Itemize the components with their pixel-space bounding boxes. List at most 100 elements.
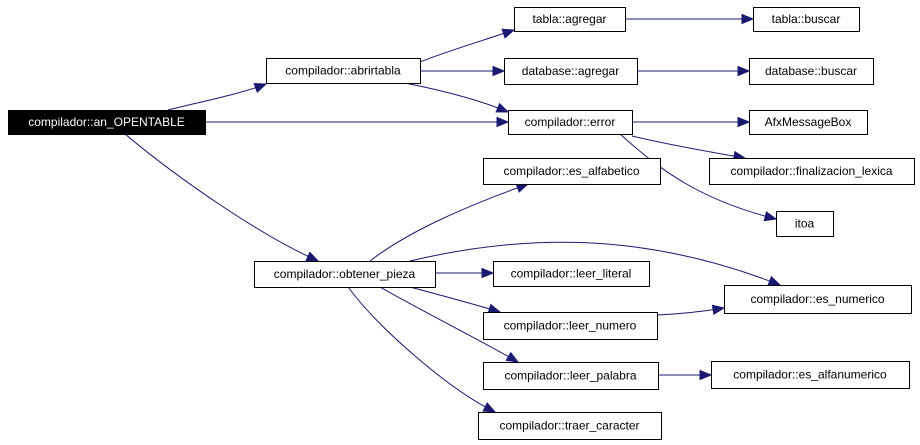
node-database-buscar[interactable]: database::buscar — [749, 58, 874, 85]
edge-obtener_pieza-to-es_alfabetico — [369, 182, 530, 262]
edge-line — [409, 286, 501, 313]
node-box — [504, 58, 638, 85]
node-box — [483, 312, 658, 340]
edge-arrowhead — [481, 267, 495, 279]
edge-arrowhead — [487, 303, 502, 314]
edge-obtener_pieza-to-leer_palabra — [379, 286, 520, 363]
node-label: compilador::obtener_pieza — [274, 267, 416, 281]
node-an-opentable[interactable]: compilador::an_OPENTABLE — [8, 110, 206, 135]
edge-line — [379, 286, 519, 363]
edge-line — [631, 135, 746, 159]
node-box — [483, 158, 661, 185]
edge-arrowhead — [711, 304, 726, 316]
edge-leer_numero-to-es_numerico — [656, 304, 726, 316]
node-label: compilador::traer_caracter — [499, 419, 639, 433]
node-box — [483, 362, 659, 390]
node-es-numerico[interactable]: compilador::es_numerico — [724, 285, 912, 314]
node-box — [508, 110, 633, 135]
node-label: compilador::leer_palabra — [504, 369, 636, 383]
edge-arrowhead — [501, 28, 516, 39]
edge-an_opentable-to-error — [205, 116, 510, 128]
node-label: AfxMessageBox — [765, 115, 852, 129]
edge-arrowhead — [505, 351, 520, 363]
edge-line — [369, 183, 529, 262]
edge-line — [167, 83, 267, 111]
node-label: compilador::es_numerico — [750, 292, 884, 306]
node-label: database::agregar — [522, 64, 619, 78]
node-tabla-agregar[interactable]: tabla::agregar — [514, 7, 626, 32]
edge-line — [419, 29, 515, 63]
node-box — [709, 158, 915, 185]
node-label: tabla::agregar — [532, 12, 606, 26]
edge-arrowhead — [305, 251, 320, 262]
node-label: compilador::es_alfabetico — [503, 164, 639, 178]
node-label: compilador::error — [525, 115, 616, 129]
node-leer-palabra[interactable]: compilador::leer_palabra — [483, 362, 659, 390]
node-label: itoa — [795, 217, 815, 231]
edge-arrowhead — [496, 116, 510, 128]
node-box — [753, 7, 860, 32]
nodes-layer: compilador::an_OPENTABLE compilador::abri… — [8, 7, 915, 440]
edge-database_agregar-to-database_buscar — [637, 65, 751, 77]
node-tabla-buscar[interactable]: tabla::buscar — [753, 7, 860, 32]
edges-layer — [124, 13, 782, 413]
node-obtener-pieza[interactable]: compilador::obtener_pieza — [254, 261, 436, 288]
node-box — [493, 261, 650, 287]
edge-tabla_agregar-to-tabla_buscar — [625, 13, 755, 25]
node-leer-literal[interactable]: compilador::leer_literal — [493, 261, 650, 287]
edge-obtener_pieza-to-es_numerico — [409, 241, 782, 286]
node-label: compilador::es_alfanumerico — [733, 368, 887, 382]
node-label: compilador::leer_literal — [511, 267, 632, 281]
edge-obtener_pieza-to-leer_numero — [409, 286, 502, 314]
node-itoa[interactable]: itoa — [776, 211, 834, 237]
node-error[interactable]: compilador::error — [508, 110, 633, 135]
edge-obtener_pieza-to-leer_literal — [435, 267, 495, 279]
node-label: compilador::abrirtabla — [285, 64, 401, 78]
node-traer-caracter[interactable]: compilador::traer_caracter — [478, 412, 662, 440]
edge-line — [124, 133, 319, 262]
node-label: compilador::finalizacion_lexica — [730, 164, 892, 178]
edge-arrowhead — [741, 13, 755, 25]
edge-line — [619, 133, 777, 220]
edge-line — [409, 241, 781, 286]
edge-arrowhead — [763, 211, 778, 222]
node-finalizacion-lexica[interactable]: compilador::finalizacion_lexica — [709, 158, 915, 185]
edge-arrowhead — [253, 83, 268, 93]
edge-arrowhead — [495, 102, 510, 113]
node-box — [776, 211, 834, 237]
node-es-alfanumerico[interactable]: compilador::es_alfanumerico — [711, 361, 910, 389]
edge-error-to-itoa — [619, 133, 778, 222]
node-box — [724, 285, 912, 314]
node-box — [266, 58, 421, 84]
node-database-agregar[interactable]: database::agregar — [504, 58, 638, 85]
edge-arrowhead — [767, 275, 782, 286]
node-box — [254, 261, 436, 288]
node-label: tabla::buscar — [772, 12, 841, 26]
node-box — [749, 110, 868, 135]
node-box — [514, 7, 626, 32]
edge-leer_palabra-to-es_alfanumerico — [658, 369, 713, 381]
edge-arrowhead — [699, 369, 713, 381]
edge-an_opentable-to-abrirtabla — [167, 83, 268, 111]
node-box — [8, 110, 206, 135]
edge-arrowhead — [737, 116, 751, 128]
node-box — [478, 412, 662, 440]
node-box — [711, 361, 910, 389]
edge-line — [404, 82, 509, 113]
edge-arrowhead — [737, 65, 751, 77]
node-box — [749, 58, 874, 85]
edge-error-to-afxmessagebox — [632, 116, 751, 128]
node-abrirtabla[interactable]: compilador::abrirtabla — [266, 58, 421, 84]
node-label: compilador::an_OPENTABLE — [28, 115, 185, 129]
node-es-alfabetico[interactable]: compilador::es_alfabetico — [483, 158, 661, 185]
edge-arrowhead — [482, 402, 497, 413]
edge-arrowhead — [492, 65, 506, 77]
node-leer-numero[interactable]: compilador::leer_numero — [483, 312, 658, 340]
edge-line — [347, 286, 496, 413]
edge-abrirtabla-to-error — [404, 82, 510, 113]
node-afxmessagebox[interactable]: AfxMessageBox — [749, 110, 868, 135]
node-label: database::buscar — [765, 64, 857, 78]
edge-error-to-finalizacion_lexica — [631, 135, 747, 162]
